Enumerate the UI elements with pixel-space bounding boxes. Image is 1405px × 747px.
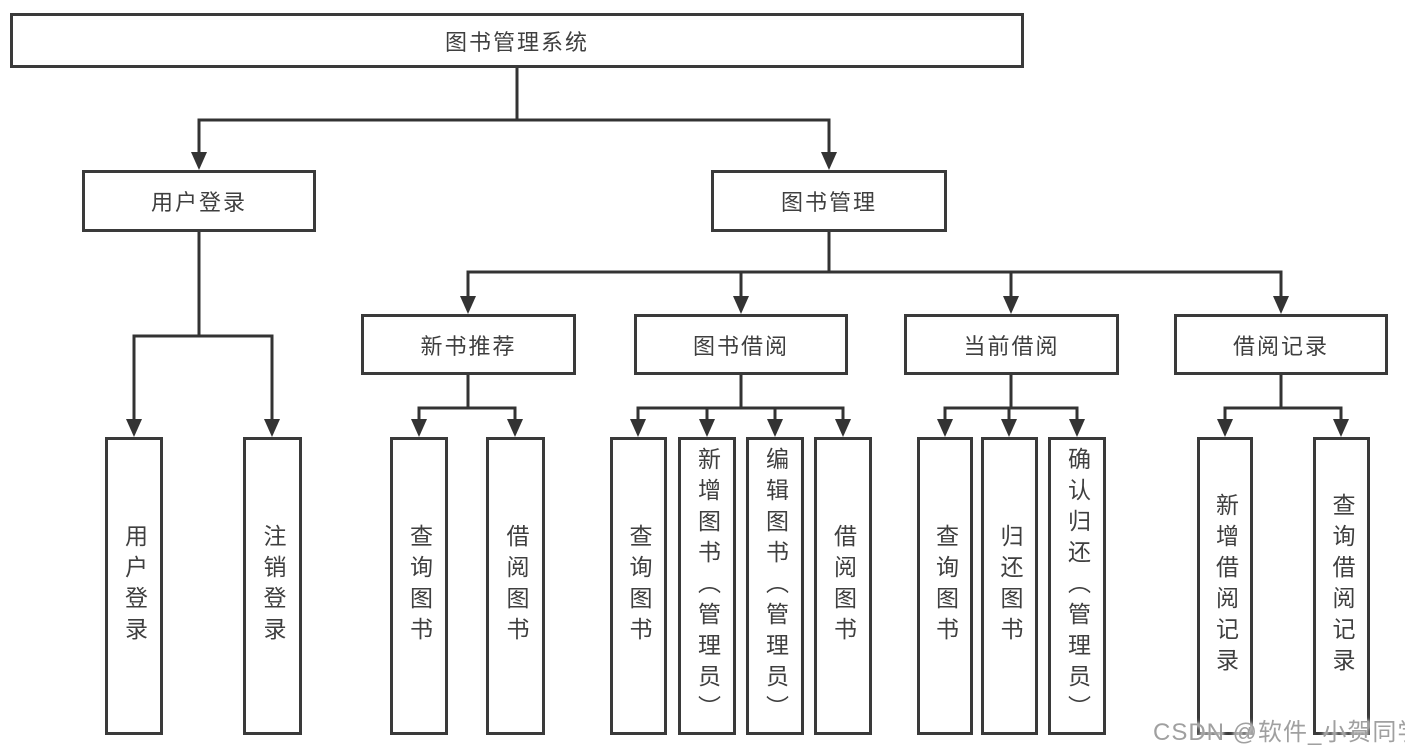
node-label: 查询图书 — [406, 524, 433, 648]
leaf-add-books-admin: 新增图书（管理员） — [678, 437, 736, 735]
node-label: 查询图书 — [626, 524, 652, 648]
node-new-book-recommendation: 新书推荐 — [361, 314, 576, 375]
leaf-user-login: 用户登录 — [105, 437, 163, 735]
leaf-confirm-return-admin: 确认归还（管理员） — [1048, 437, 1106, 735]
leaf-logout: 注销登录 — [243, 437, 302, 735]
node-label: 借阅图书 — [503, 524, 529, 648]
leaf-query-borrow-record: 查询借阅记录 — [1313, 437, 1370, 735]
node-current-borrowing: 当前借阅 — [904, 314, 1119, 375]
node-label: 用户登录 — [150, 190, 247, 215]
node-label: 当前借阅 — [963, 333, 1060, 359]
leaf-query-books-recommend: 查询图书 — [390, 437, 448, 735]
node-label: 新书推荐 — [420, 333, 517, 359]
watermark: CSDN @软件_小贺同学 — [1153, 719, 1405, 746]
node-label: 确认归还（管理员） — [1064, 446, 1091, 726]
node-label: 新增借阅记录 — [1212, 493, 1239, 679]
leaf-edit-books-admin: 编辑图书（管理员） — [746, 437, 804, 735]
node-book-management: 图书管理 — [711, 170, 947, 232]
node-label: 图书管理系统 — [444, 29, 589, 55]
leaf-borrow-books-recommend: 借阅图书 — [486, 437, 545, 735]
node-library-management-system: 图书管理系统 — [10, 13, 1024, 68]
node-label: 借阅记录 — [1232, 333, 1329, 359]
node-label: 注销登录 — [260, 524, 286, 648]
node-label: 归还图书 — [997, 524, 1023, 648]
node-borrowing-records: 借阅记录 — [1174, 314, 1388, 375]
node-label: 用户登录 — [121, 524, 148, 648]
node-label: 编辑图书（管理员） — [762, 446, 789, 726]
node-label: 查询图书 — [932, 524, 959, 648]
node-label: 查询借阅记录 — [1329, 493, 1355, 679]
node-label: 新增图书（管理员） — [694, 446, 721, 726]
node-book-borrowing: 图书借阅 — [634, 314, 848, 375]
leaf-borrow-books-borrowing: 借阅图书 — [814, 437, 872, 735]
node-label: 图书管理 — [780, 190, 877, 215]
node-label: 图书借阅 — [692, 333, 789, 359]
leaf-add-borrow-record: 新增借阅记录 — [1197, 437, 1253, 735]
leaf-query-books-current: 查询图书 — [917, 437, 973, 735]
leaf-return-books: 归还图书 — [981, 437, 1038, 735]
node-label: 借阅图书 — [830, 524, 857, 648]
leaf-query-books-borrowing: 查询图书 — [610, 437, 667, 735]
node-user-login: 用户登录 — [82, 170, 316, 232]
